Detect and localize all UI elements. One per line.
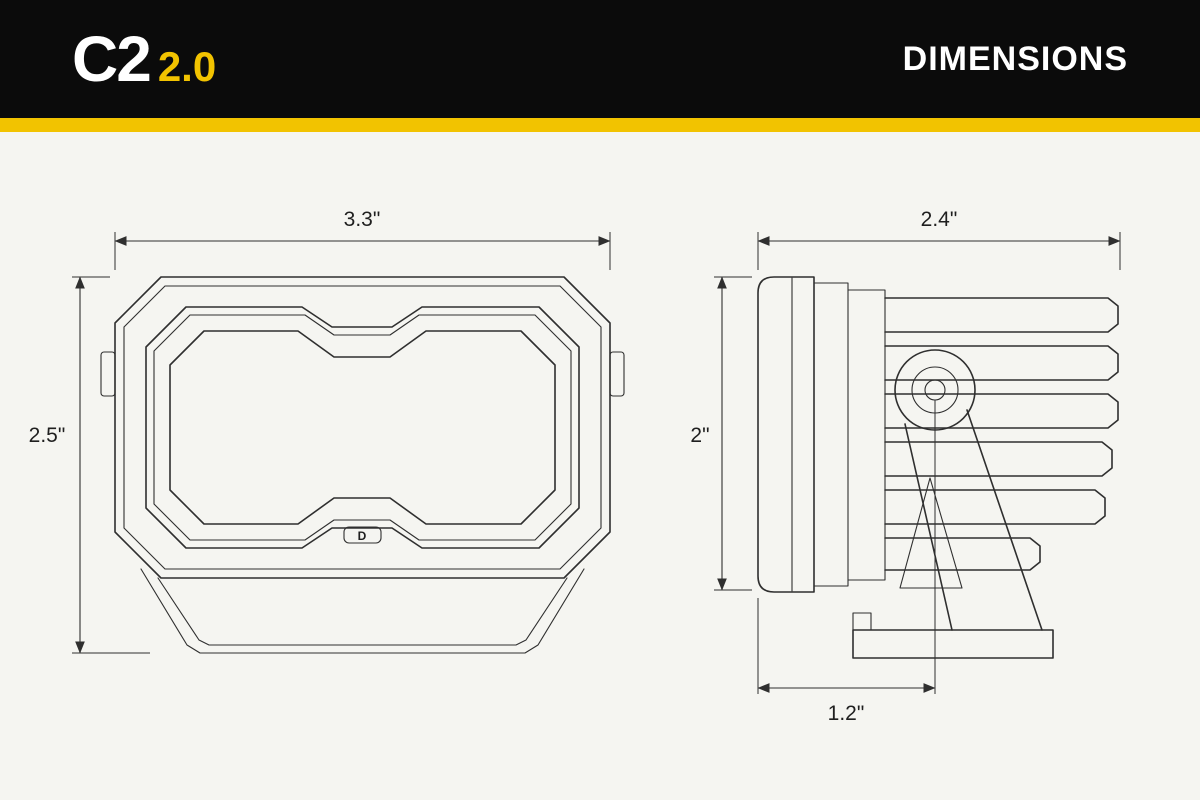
bracket-arm-rear-edge: [966, 409, 1043, 631]
side-height-dimension: 2": [690, 276, 752, 591]
bracket-pivot-bolt: [924, 379, 946, 401]
bracket-arm-front-edge: [904, 423, 953, 631]
front-height-dimension-label: 2.5": [29, 424, 66, 447]
side-height-dimension-label: 2": [690, 424, 709, 447]
header-bar: C2 2.0 DIMENSIONS: [0, 0, 1200, 118]
side-bracket-offset-dimension: 1.2": [757, 400, 936, 725]
brand-logo: C2 2.0: [72, 27, 216, 91]
front-lens-badge-letter: D: [358, 529, 367, 543]
front-right-tab: [609, 351, 625, 397]
front-left-tab: [100, 351, 116, 397]
front-lens-badge: [343, 526, 382, 544]
side-view: 2.4" 2" 1.2": [690, 208, 1121, 725]
side-width-dimension-label: 2.4": [921, 208, 958, 231]
accent-stripe: [0, 118, 1200, 132]
front-lens-outline: [169, 330, 556, 525]
front-bezel-outline: [145, 306, 580, 549]
bracket-foot: [852, 629, 1054, 659]
front-view: D 3.3" 2.5": [29, 208, 625, 654]
front-height-dimension: 2.5": [29, 276, 150, 654]
side-bracket-offset-label: 1.2": [828, 702, 865, 725]
brand-logo-version: 2.0: [157, 43, 217, 90]
front-lower-shroud: [140, 568, 585, 654]
bracket-foot-lip: [852, 612, 872, 631]
side-housing-block: [847, 289, 886, 581]
front-housing-inner-line: [123, 285, 602, 570]
front-lower-shroud-inner: [157, 577, 568, 646]
front-bezel-inner-line: [153, 314, 572, 541]
side-mounting-bracket: [852, 349, 1054, 659]
side-lens-outline: [757, 276, 815, 593]
front-width-dimension-label: 3.3": [344, 208, 381, 231]
page-title: DIMENSIONS: [902, 39, 1128, 78]
bracket-cutout: [899, 477, 963, 589]
side-width-dimension: 2.4": [757, 208, 1121, 270]
brand-logo-main: C2: [72, 23, 152, 95]
front-width-dimension: 3.3": [114, 208, 611, 270]
side-bezel-block: [813, 282, 849, 587]
side-heatsink-fins: [884, 297, 1119, 571]
